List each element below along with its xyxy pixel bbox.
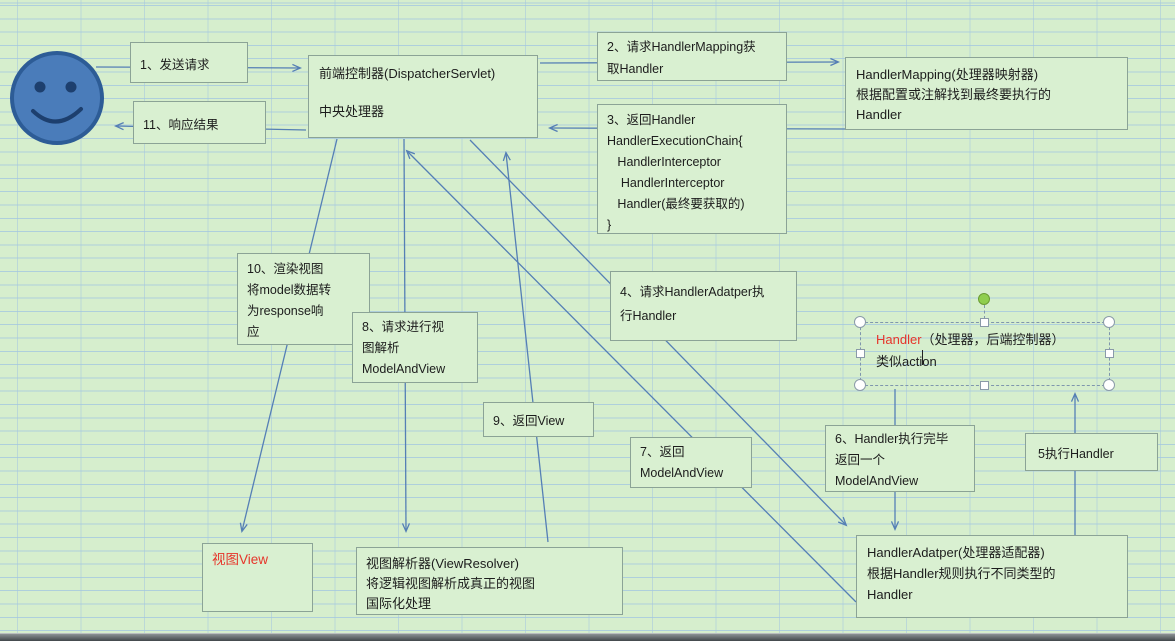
arrow-9-return-view[interactable]	[502, 150, 549, 543]
rotate-handle-stem	[984, 305, 985, 319]
step3-box[interactable]: 3、返回Handler HandlerExecutionChain{ Handl…	[597, 104, 787, 234]
step2-box[interactable]: 2、请求HandlerMapping获 取Handler	[597, 32, 787, 81]
selection-handle-right-mid[interactable]	[1105, 349, 1114, 358]
step6-box[interactable]: 6、Handler执行完毕 返回一个 ModelAndView	[825, 425, 975, 492]
handler-label-rest: （处理器，后端控制器）	[921, 332, 1065, 347]
handler-label-line2: 类似action	[876, 353, 937, 369]
step8-box[interactable]: 8、请求进行视 图解析 ModelAndView	[352, 312, 478, 383]
selection-handle-top-right[interactable]	[1103, 316, 1115, 328]
view-resolver-box[interactable]: 视图解析器(ViewResolver) 将逻辑视图解析成真正的视图 国际化处理	[356, 547, 623, 615]
user-smiley-shape[interactable]	[10, 51, 104, 145]
step9-box[interactable]: 9、返回View	[483, 402, 594, 437]
smiley-mouth	[31, 107, 83, 124]
selection-handle-left-mid[interactable]	[856, 349, 865, 358]
step11-box[interactable]: 11、响应结果	[133, 101, 266, 144]
handler-label-red: Handler	[876, 332, 922, 347]
step1-box[interactable]: 1、发送请求	[130, 42, 248, 83]
text-cursor	[922, 350, 923, 365]
step7-box[interactable]: 7、返回 ModelAndView	[630, 437, 752, 488]
arrow-7-return-modelandview-to-dispatcher[interactable]	[405, 149, 857, 603]
step10-box[interactable]: 10、渲染视图 将model数据转 为response响 应	[237, 253, 370, 345]
step4-box[interactable]: 4、请求HandlerAdatper执 行Handler	[610, 271, 797, 341]
selection-handle-top-mid[interactable]	[980, 318, 989, 327]
selection-handle-bottom-right[interactable]	[1103, 379, 1115, 391]
dispatcher-servlet-box[interactable]: 前端控制器(DispatcherServlet) 中央处理器	[308, 55, 538, 138]
step5-box[interactable]: 5执行Handler	[1025, 433, 1158, 471]
smiley-right-eye	[65, 81, 77, 93]
smiley-left-eye	[34, 81, 46, 93]
view-box[interactable]: 视图View	[202, 543, 313, 612]
selection-handle-top-left[interactable]	[854, 316, 866, 328]
selection-handle-bottom-mid[interactable]	[980, 381, 989, 390]
handler-adapter-box[interactable]: HandlerAdatper(处理器适配器) 根据Handler规则执行不同类型…	[856, 535, 1128, 618]
smiley-head	[10, 51, 104, 145]
window-bottom-edge	[0, 633, 1175, 641]
handler-mapping-box[interactable]: HandlerMapping(处理器映射器) 根据配置或注解找到最终要执行的 H…	[845, 57, 1128, 130]
rotate-handle[interactable]	[978, 293, 990, 305]
handler-textbox[interactable]: Handler（处理器，后端控制器） 类似action	[876, 329, 1065, 372]
selection-handle-bottom-left[interactable]	[854, 379, 866, 391]
